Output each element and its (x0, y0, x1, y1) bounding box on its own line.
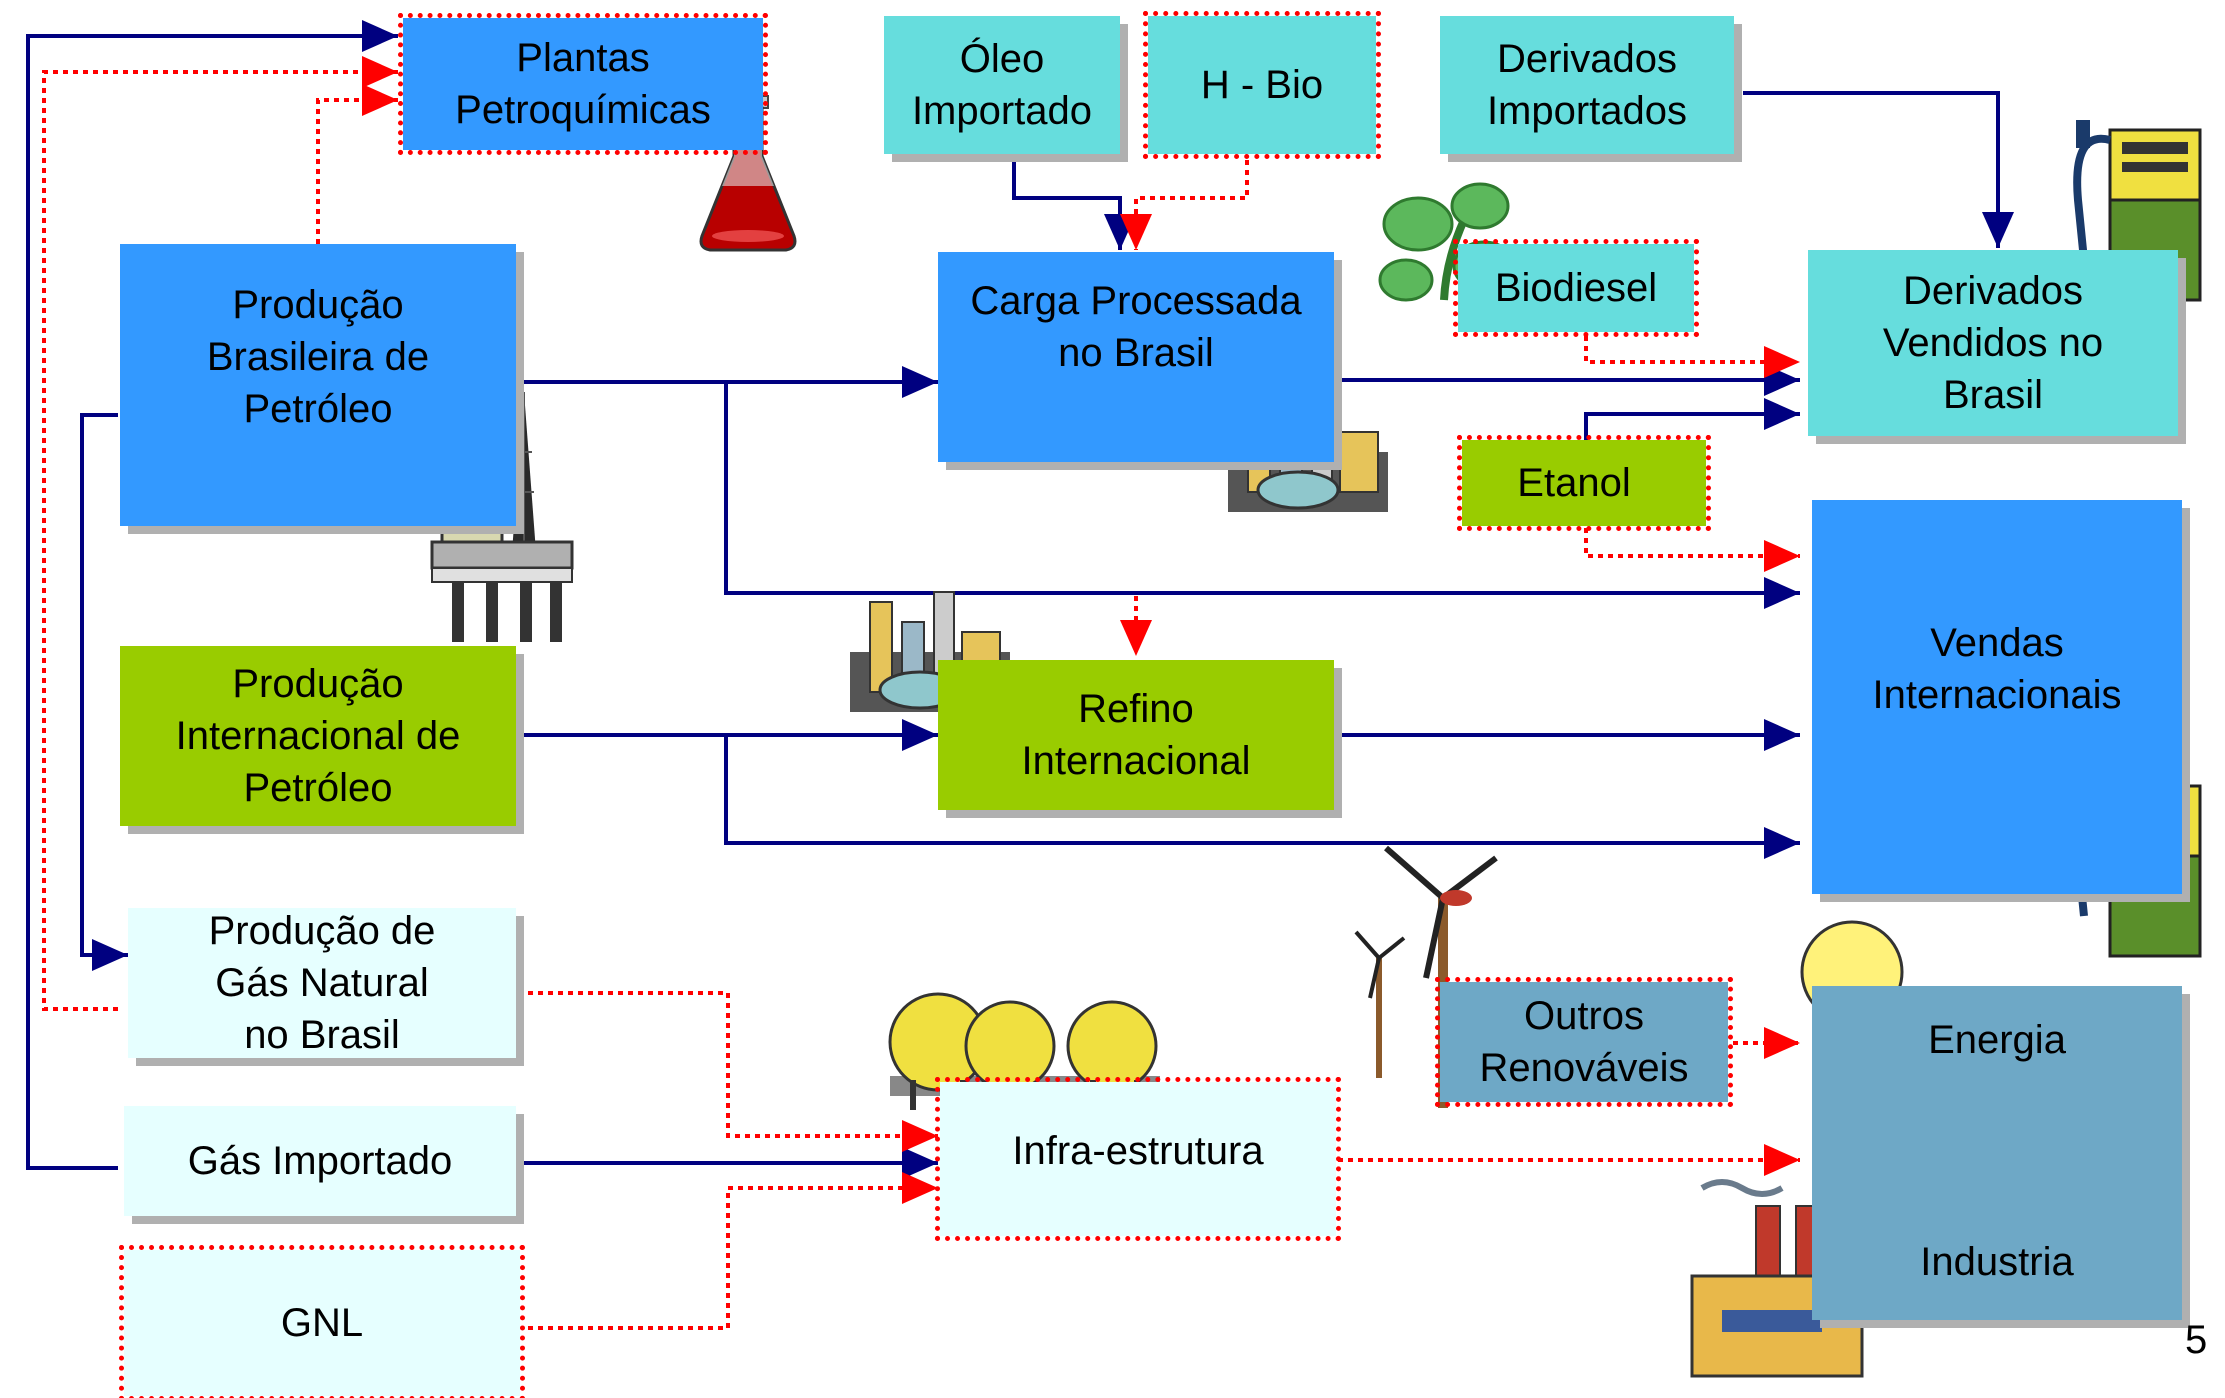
producao-internacional-box: Produção Internacional de Petróleo (120, 646, 516, 826)
oleo-importado-label: Óleo Importado (911, 37, 1093, 133)
arrow-etanol-to-vendidos (1584, 398, 1800, 440)
derivados-vendidos-box: Derivados Vendidos no Brasil (1808, 250, 2178, 436)
energia-industria-box: Energia Industria (1812, 986, 2182, 1320)
arrow-gas-to-plantas (42, 56, 398, 1011)
etanol-label: Etanol (1517, 461, 1631, 505)
carga-processada-label: Carga Processada no Brasil (970, 279, 1302, 375)
gas-importado-box: Gás Importado (124, 1106, 516, 1216)
producao-brasileira-label: Produção Brasileira de Petróleo (206, 283, 430, 431)
plantas-petroquimicas-label: Plantas Petroquímicas (455, 36, 711, 132)
gnl-box: GNL (119, 1245, 525, 1398)
vendas-internacionais-box: Vendas Internacionais (1812, 500, 2182, 894)
arrow-producao-to-gas (80, 413, 128, 971)
derivados-importados-box: Derivados Importados (1440, 16, 1734, 154)
gas-importado-label: Gás Importado (187, 1139, 453, 1183)
arrow-prodint-to-vendas (724, 735, 1800, 859)
vendas-internacionais-label: Vendas Internacionais (1872, 621, 2122, 717)
oleo-importado-box: Óleo Importado (884, 16, 1120, 154)
arrow-hbio-to-carga (1120, 160, 1249, 250)
arrow-derivados-importados-to-vendidos (1743, 91, 2014, 248)
arrow-producao-to-plantas (316, 84, 398, 244)
h-bio-label: H - Bio (1200, 63, 1324, 107)
outros-renovaveis-label: Outros Renováveis (1479, 994, 1689, 1090)
gas-natural-label: Produção de Gás Natural no Brasil (208, 909, 436, 1057)
gas-natural-box: Produção de Gás Natural no Brasil (128, 908, 516, 1058)
industria-label: Industria (1920, 1240, 2074, 1284)
energia-label: Energia (1928, 1018, 2066, 1062)
carga-processada-box: Carga Processada no Brasil (938, 252, 1334, 462)
arrow-left-loop-to-plantas (26, 20, 398, 1170)
arrow-producao-to-vendas (724, 382, 1800, 609)
producao-internacional-label: Produção Internacional de Petróleo (175, 662, 461, 810)
infra-estrutura-box: Infra-estrutura (935, 1077, 1341, 1241)
arrow-biodiesel-to-vendidos (1584, 336, 1800, 378)
arrow-gas-to-infra (528, 991, 938, 1152)
producao-brasileira-box: Produção Brasileira de Petróleo (120, 244, 516, 526)
etanol-box: Etanol (1457, 435, 1711, 531)
page-number: 5 (2185, 1318, 2208, 1362)
arrow-etanol-to-vendas (1584, 528, 1800, 572)
refino-internacional-label: Refino Internacional (1021, 687, 1251, 783)
arrow-gnl-to-infra (528, 1172, 938, 1330)
plantas-petroquimicas-box: Plantas Petroquímicas (398, 13, 768, 155)
h-bio-box: H - Bio (1143, 11, 1381, 159)
gnl-label: GNL (280, 1301, 364, 1345)
biodiesel-box: Biodiesel (1453, 239, 1699, 337)
outros-renovaveis-box: Outros Renováveis (1435, 977, 1733, 1107)
derivados-importados-label: Derivados Importados (1486, 37, 1688, 133)
arrow-oleo-to-carga (1012, 158, 1136, 250)
derivados-vendidos-label: Derivados Vendidos no Brasil (1882, 269, 2104, 417)
infra-estrutura-label: Infra-estrutura (1012, 1129, 1264, 1173)
biodiesel-label: Biodiesel (1494, 266, 1658, 310)
refino-internacional-box: Refino Internacional (938, 660, 1334, 810)
